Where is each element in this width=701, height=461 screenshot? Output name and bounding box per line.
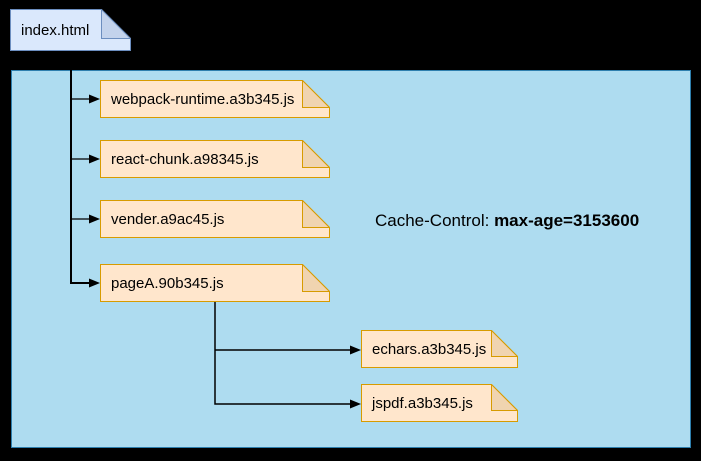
note-fold-corner <box>491 384 518 411</box>
cache-group-container <box>11 70 691 448</box>
note-body <box>100 200 330 238</box>
note-body <box>100 264 330 302</box>
note-body <box>100 80 330 118</box>
cache-control-prefix: Cache-Control: <box>375 211 495 230</box>
node-echars: echars.a3b345.js <box>361 330 518 368</box>
node-label: vender.a9ac45.js <box>111 210 225 228</box>
cache-control-annotation: Cache-Control: max-age=3153600 <box>375 211 639 231</box>
note-shape <box>361 330 518 368</box>
note-body <box>10 9 131 51</box>
note-shape <box>100 200 330 238</box>
note-body <box>361 384 518 422</box>
note-fold-corner <box>491 330 518 357</box>
cache-control-value: max-age=3153600 <box>494 211 640 230</box>
node-webpack-runtime: webpack-runtime.a3b345.js <box>100 80 330 118</box>
node-vender: vender.a9ac45.js <box>100 200 330 238</box>
node-label: jspdf.a3b345.js <box>372 394 473 412</box>
note-body <box>361 330 518 368</box>
note-fold-corner <box>302 200 330 228</box>
note-fold-corner <box>302 80 330 108</box>
node-jspdf: jspdf.a3b345.js <box>361 384 518 422</box>
note-shape <box>100 264 330 302</box>
note-shape <box>100 140 330 178</box>
node-index-html: index.html <box>10 9 131 51</box>
node-label: echars.a3b345.js <box>372 340 487 358</box>
note-fold-corner <box>302 140 330 168</box>
note-fold-corner <box>302 264 330 292</box>
note-body <box>100 140 330 178</box>
note-shape <box>361 384 518 422</box>
note-shape <box>10 9 131 51</box>
note-fold-corner <box>101 9 131 39</box>
node-label: webpack-runtime.a3b345.js <box>111 90 295 108</box>
node-react-chunk: react-chunk.a98345.js <box>100 140 330 178</box>
node-label: index.html <box>21 21 90 39</box>
node-label: pageA.90b345.js <box>111 274 224 292</box>
node-pagea: pageA.90b345.js <box>100 264 330 302</box>
node-label: react-chunk.a98345.js <box>111 150 259 168</box>
note-shape <box>100 80 330 118</box>
